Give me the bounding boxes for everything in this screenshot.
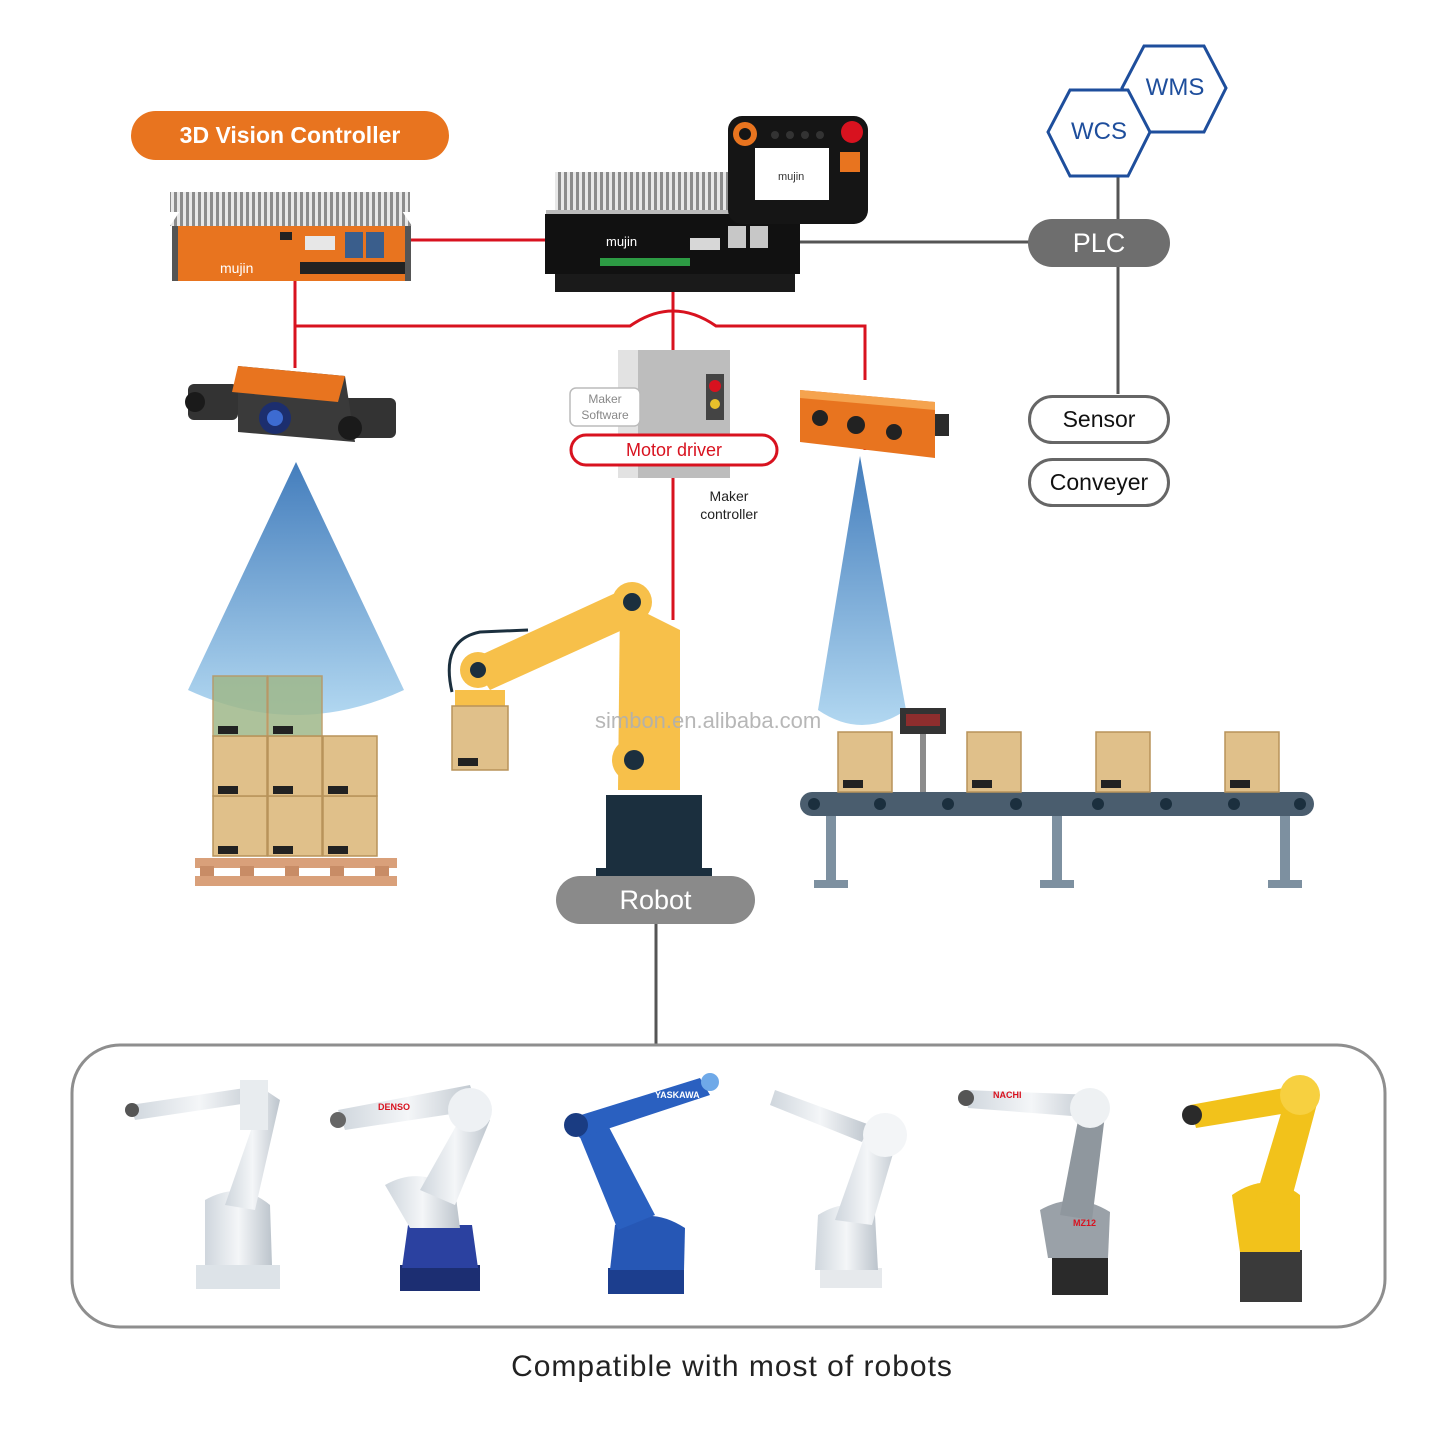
motor-driver-label: Motor driver <box>625 440 723 460</box>
left-camera-beam <box>188 462 404 715</box>
plc-label: PLC <box>1072 227 1126 258</box>
maker-controller-line-1: Maker <box>709 488 749 504</box>
wms-hexagon <box>1120 44 1228 134</box>
robot-model-6 <box>1182 1075 1320 1302</box>
vision-controller-brand: mujin <box>220 260 254 276</box>
conveyer-label: Conveyer <box>1049 469 1149 495</box>
robot-model-2 <box>330 1085 492 1291</box>
maker-software-label: Maker Software <box>572 391 638 423</box>
vision-controller-device <box>170 192 412 281</box>
maker-controller-line-2: controller <box>700 506 758 522</box>
wms-label: WMS <box>1145 74 1205 101</box>
pallet-with-boxes <box>195 675 397 886</box>
watermark-text: simbon.en.alibaba.com <box>595 708 822 733</box>
compatible-caption: Compatible with most of robots <box>511 1350 953 1383</box>
robot-brand-yaskawa: YASKAWA <box>655 1090 700 1100</box>
conveyor-belt <box>800 708 1314 888</box>
vision-controller-label: 3D Vision Controller <box>131 111 449 160</box>
robot-brand-mz12: MZ12 <box>1073 1218 1097 1228</box>
right-3d-camera <box>800 390 949 458</box>
robot-model-5 <box>958 1088 1110 1295</box>
robot-model-4 <box>770 1090 907 1288</box>
robot-brand-denso: DENSO <box>378 1102 411 1112</box>
palletizing-robot <box>447 582 712 876</box>
teach-pendant-device <box>728 116 868 224</box>
maker-software-line-1: Maker <box>588 392 622 406</box>
maker-software-line-2: Software <box>581 408 629 422</box>
vision-controller-label-text: 3D Vision Controller <box>179 122 401 148</box>
right-camera-beam <box>818 456 906 725</box>
wcs-label: WCS <box>1071 118 1127 145</box>
left-3d-camera <box>185 366 396 442</box>
pendant-brand: mujin <box>778 171 805 183</box>
plc-node: PLC <box>1028 219 1170 267</box>
sensor-node: Sensor <box>1028 395 1170 444</box>
motor-driver-cabinet <box>569 350 779 478</box>
main-controller-brand: mujin <box>606 234 638 249</box>
sensor-label: Sensor <box>1062 406 1136 432</box>
robot-node: Robot <box>556 876 755 924</box>
conveyer-node: Conveyer <box>1028 458 1170 507</box>
robot-brand-nachi: NACHI <box>993 1090 1022 1100</box>
robot-model-1 <box>125 1080 280 1289</box>
gray-connection-lines <box>654 175 1120 1045</box>
robot-model-3 <box>564 1073 719 1294</box>
maker-controller-label: Maker controller <box>688 487 770 523</box>
wcs-hexagon <box>1046 88 1152 178</box>
robot-gallery-frame <box>70 1043 1387 1329</box>
robot-label: Robot <box>619 884 692 915</box>
